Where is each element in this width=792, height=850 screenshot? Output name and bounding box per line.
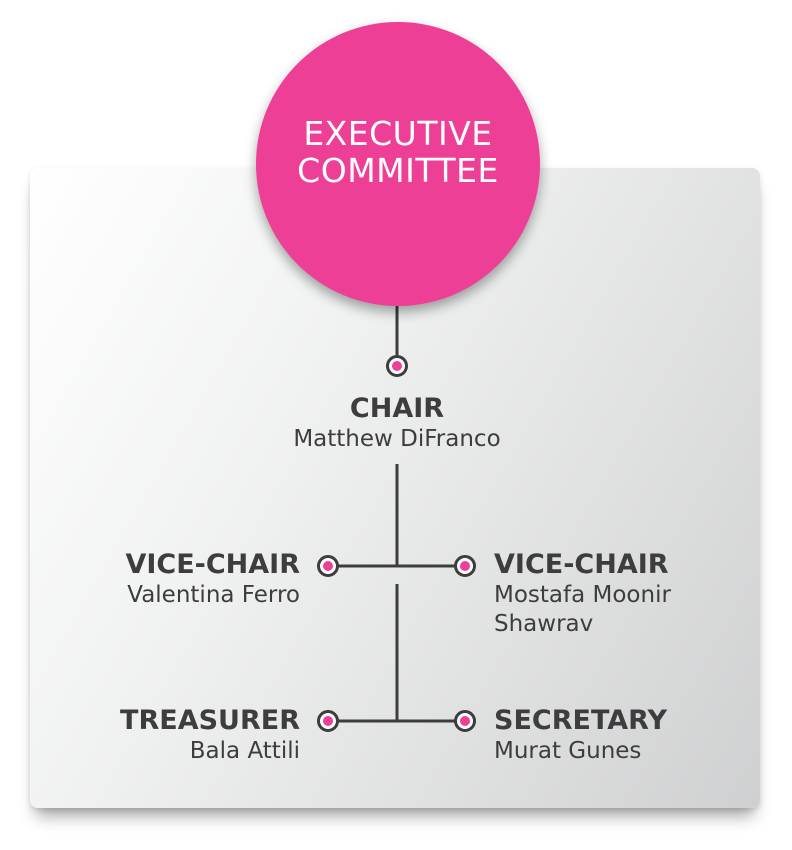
- header-title-line2: COMMITTEE: [297, 151, 499, 190]
- vice-chair-right-name-line1: Mostafa Moonir: [494, 582, 671, 608]
- vice-chair-left-role: VICE-CHAIR: [125, 549, 300, 580]
- vice-chair-right-name-line2: Shawrav: [494, 611, 594, 637]
- treasurer-name: Bala Attili: [189, 738, 300, 764]
- vice-chair-right-node: [454, 555, 476, 577]
- treasurer-node: [317, 710, 339, 732]
- vice-chair-left-node: [317, 555, 339, 577]
- header-title-line1: EXECUTIVE: [303, 114, 493, 153]
- chair-name: Matthew DiFranco: [293, 426, 501, 452]
- treasurer-role: TREASURER: [120, 705, 300, 736]
- vice-chair-right-role: VICE-CHAIR: [494, 549, 669, 580]
- header-title: EXECUTIVE COMMITTEE: [283, 115, 513, 189]
- chair-node: [386, 355, 408, 377]
- vice-chair-left-name: Valentina Ferro: [127, 582, 300, 608]
- secretary-role: SECRETARY: [494, 705, 668, 736]
- executive-committee-circle: EXECUTIVE COMMITTEE: [256, 22, 540, 306]
- chair-role: CHAIR: [349, 393, 445, 424]
- secretary-name: Murat Gunes: [494, 738, 642, 764]
- secretary-node: [454, 710, 476, 732]
